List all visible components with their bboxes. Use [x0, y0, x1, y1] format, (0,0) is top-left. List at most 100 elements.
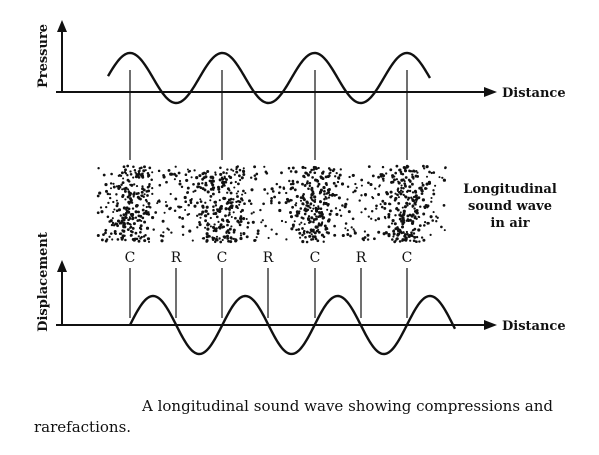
- air-particle: [245, 217, 248, 221]
- air-particle: [417, 228, 421, 232]
- air-particle: [132, 222, 136, 226]
- air-particle: [256, 229, 260, 233]
- air-particle: [190, 176, 193, 179]
- air-particle: [264, 224, 267, 228]
- air-particle: [124, 172, 128, 175]
- air-particle: [141, 216, 145, 220]
- air-particle: [312, 204, 315, 207]
- air-particle: [174, 165, 177, 168]
- air-particle: [129, 173, 133, 176]
- air-particle: [435, 215, 438, 218]
- air-particle: [140, 194, 143, 197]
- air-particle: [235, 192, 238, 195]
- air-particle: [225, 231, 228, 234]
- air-particle: [379, 203, 382, 206]
- air-particle: [398, 168, 402, 172]
- air-particle: [110, 223, 114, 227]
- air-particle: [430, 196, 433, 200]
- air-particle: [184, 173, 188, 176]
- air-particle: [414, 190, 418, 194]
- air-particle: [102, 173, 106, 177]
- air-particle: [405, 201, 409, 205]
- air-particle: [205, 240, 209, 243]
- air-particle: [221, 225, 224, 229]
- air-particle: [370, 217, 373, 220]
- air-particle: [196, 226, 199, 229]
- air-particle: [196, 201, 199, 205]
- air-particle: [397, 180, 400, 183]
- air-particle: [125, 209, 129, 213]
- air-particle: [127, 188, 130, 191]
- air-particle: [222, 219, 225, 223]
- air-particle: [232, 169, 235, 172]
- air-particle: [393, 175, 396, 178]
- air-particle: [352, 191, 355, 194]
- pressure-x-axis-arrow-icon: [484, 87, 497, 97]
- air-particle: [100, 238, 104, 242]
- air-particle: [430, 171, 433, 175]
- air-particle: [364, 194, 367, 197]
- air-particle: [164, 200, 167, 204]
- air-particle: [305, 181, 309, 185]
- air-particle: [391, 238, 394, 241]
- displacement-x-axis-label: Distance: [502, 319, 566, 334]
- air-particle: [328, 193, 332, 197]
- air-particle: [317, 228, 320, 231]
- figure-caption: A longitudinal sound wave showing compre…: [34, 397, 553, 436]
- air-particle: [325, 192, 329, 195]
- air-particle: [398, 217, 402, 221]
- air-particle: [206, 227, 210, 231]
- air-particle: [432, 171, 436, 174]
- air-particle: [366, 238, 370, 241]
- air-particle: [145, 205, 148, 209]
- air-particle: [444, 167, 447, 170]
- air-particle: [326, 227, 329, 231]
- air-particle: [170, 231, 173, 234]
- air-particle: [277, 191, 281, 195]
- air-particle: [238, 223, 242, 227]
- air-particle: [397, 201, 401, 205]
- air-particle: [122, 229, 126, 233]
- air-particle: [167, 168, 171, 172]
- air-particle: [227, 220, 231, 224]
- air-particle: [270, 201, 273, 205]
- air-particle: [412, 176, 415, 179]
- air-particle: [215, 215, 219, 219]
- air-particle: [122, 218, 126, 222]
- air-particle: [228, 175, 231, 178]
- air-particle: [382, 179, 385, 182]
- air-particle: [229, 181, 233, 185]
- air-particle: [325, 202, 328, 205]
- air-particle: [322, 186, 326, 190]
- air-particle: [244, 192, 247, 195]
- air-particle: [377, 175, 381, 179]
- air-particle: [418, 216, 421, 219]
- air-particle: [323, 198, 326, 201]
- air-particle: [403, 169, 408, 173]
- air-particle: [141, 208, 145, 212]
- air-particle: [332, 168, 336, 171]
- air-particle: [125, 206, 129, 210]
- air-particle: [305, 240, 309, 244]
- air-particle: [299, 236, 302, 239]
- air-particle: [300, 216, 304, 219]
- air-particle: [313, 200, 317, 204]
- air-particle: [239, 215, 243, 218]
- air-particle: [319, 175, 323, 179]
- air-particle: [147, 173, 151, 178]
- air-particle: [404, 176, 408, 179]
- air-particle: [259, 208, 262, 212]
- air-particle: [406, 198, 410, 201]
- air-particle: [351, 173, 355, 177]
- air-particle: [234, 180, 237, 184]
- air-particle: [291, 166, 295, 170]
- air-particle: [412, 232, 416, 235]
- air-particle: [291, 179, 295, 183]
- air-particle: [181, 225, 185, 229]
- air-particle: [140, 190, 144, 194]
- air-particle: [231, 201, 234, 204]
- air-particle: [333, 233, 337, 237]
- air-particle: [285, 191, 288, 195]
- air-particle: [233, 173, 236, 176]
- air-particle: [232, 228, 236, 232]
